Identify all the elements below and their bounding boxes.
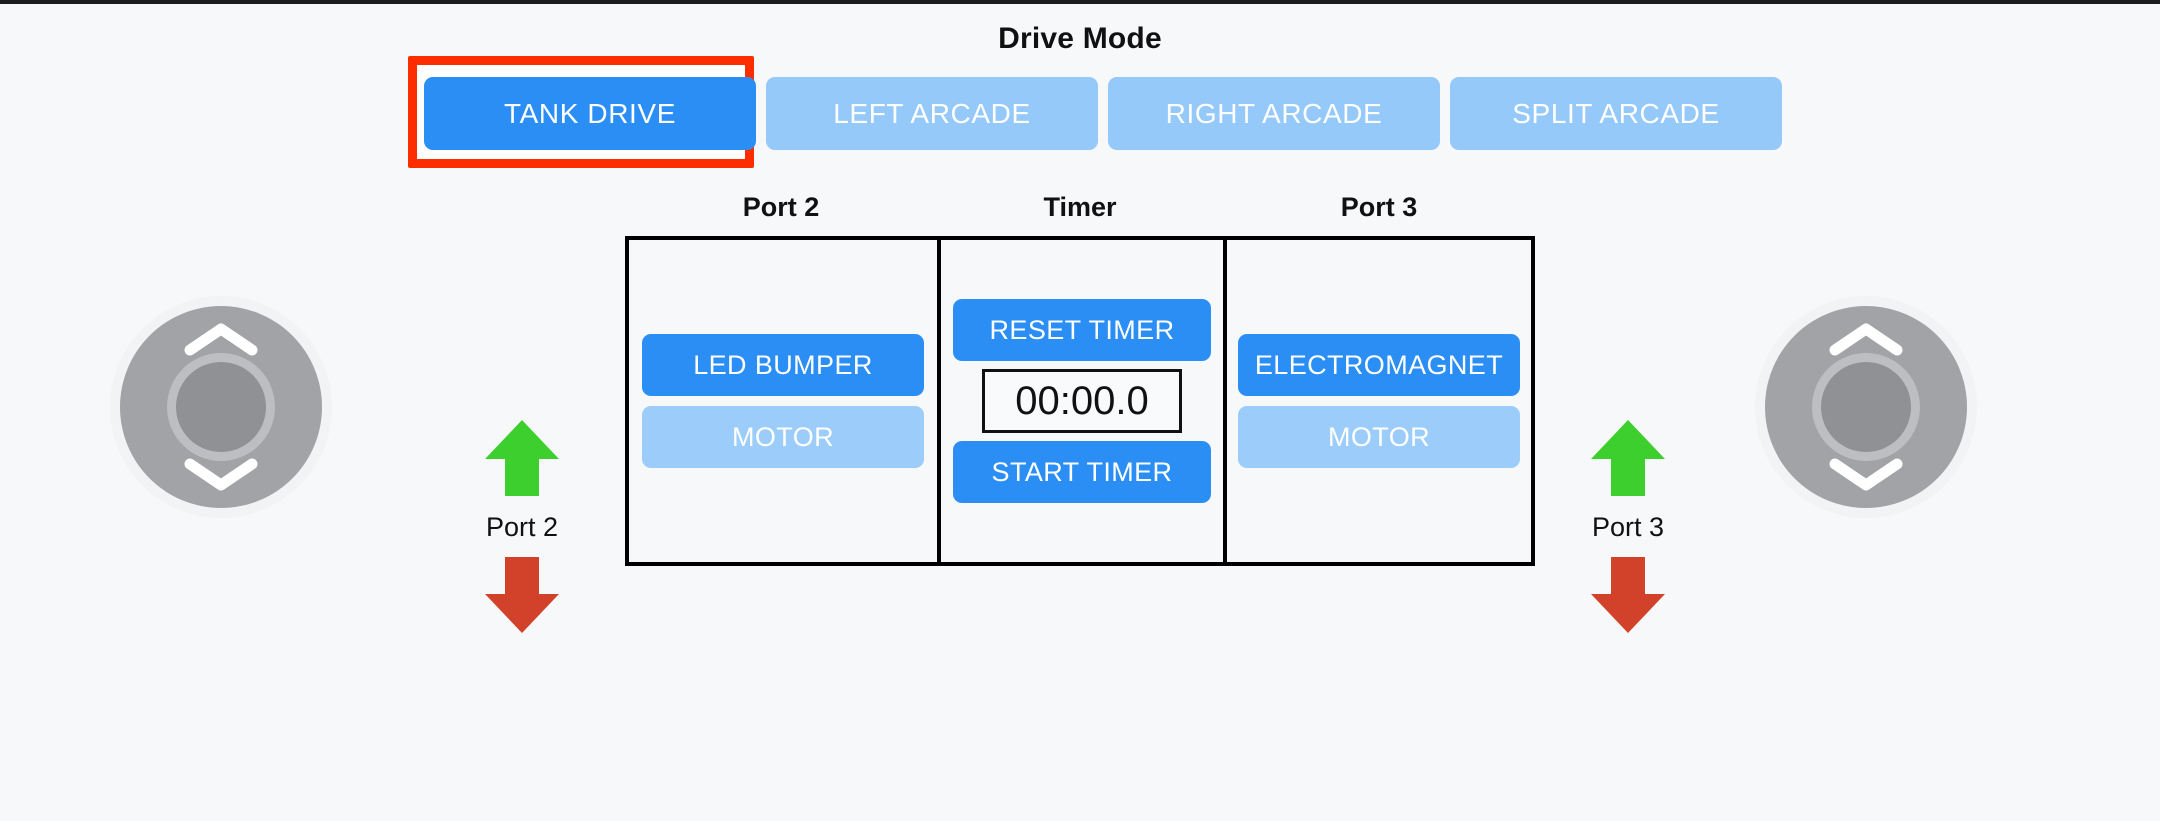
timer-column: RESET TIMER 00:00.0 START TIMER — [941, 240, 1227, 562]
column-header-timer: Timer — [1043, 192, 1117, 222]
port3-arrow-group: Port 3 — [1568, 418, 1688, 635]
chevron-up-icon — [1829, 322, 1903, 356]
control-panel: LED BUMPER MOTOR RESET TIMER 00:00.0 STA… — [625, 236, 1535, 566]
drive-mode-left-arcade-button[interactable]: LEFT ARCADE — [766, 77, 1098, 150]
port2-motor-button[interactable]: MOTOR — [642, 406, 924, 468]
chevron-down-icon — [184, 458, 258, 492]
port2-arrow-label: Port 2 — [485, 512, 559, 542]
drive-mode-tank-drive-button[interactable]: TANK DRIVE — [424, 77, 756, 150]
timer-display: 00:00.0 — [982, 369, 1182, 433]
arrow-down-icon[interactable] — [462, 555, 582, 635]
column-header-port2: Port 2 — [742, 192, 820, 222]
left-drive-joystick[interactable] — [110, 296, 332, 518]
port3-arrow-label: Port 3 — [1591, 512, 1665, 542]
top-divider-rule — [0, 0, 2160, 4]
start-timer-button[interactable]: START TIMER — [953, 441, 1211, 503]
joystick-knob[interactable] — [176, 362, 266, 452]
port2-column: LED BUMPER MOTOR — [629, 240, 941, 562]
led-bumper-button[interactable]: LED BUMPER — [642, 334, 924, 396]
arrow-down-icon[interactable] — [1568, 555, 1688, 635]
right-drive-joystick[interactable] — [1755, 296, 1977, 518]
drive-mode-title: Drive Mode — [998, 22, 1162, 55]
arrow-up-icon[interactable] — [462, 418, 582, 498]
column-header-port3: Port 3 — [1340, 192, 1418, 222]
drive-mode-right-arcade-button[interactable]: RIGHT ARCADE — [1108, 77, 1440, 150]
reset-timer-button[interactable]: RESET TIMER — [953, 299, 1211, 361]
port3-motor-button[interactable]: MOTOR — [1238, 406, 1520, 468]
electromagnet-button[interactable]: ELECTROMAGNET — [1238, 334, 1520, 396]
drive-mode-button-row: TANK DRIVE LEFT ARCADE RIGHT ARCADE SPLI… — [424, 77, 1782, 150]
port3-column: ELECTROMAGNET MOTOR — [1227, 240, 1531, 562]
drive-mode-split-arcade-button[interactable]: SPLIT ARCADE — [1450, 77, 1782, 150]
chevron-up-icon — [184, 322, 258, 356]
port2-arrow-group: Port 2 — [462, 418, 582, 635]
arrow-up-icon[interactable] — [1568, 418, 1688, 498]
joystick-knob[interactable] — [1821, 362, 1911, 452]
chevron-down-icon — [1829, 458, 1903, 492]
